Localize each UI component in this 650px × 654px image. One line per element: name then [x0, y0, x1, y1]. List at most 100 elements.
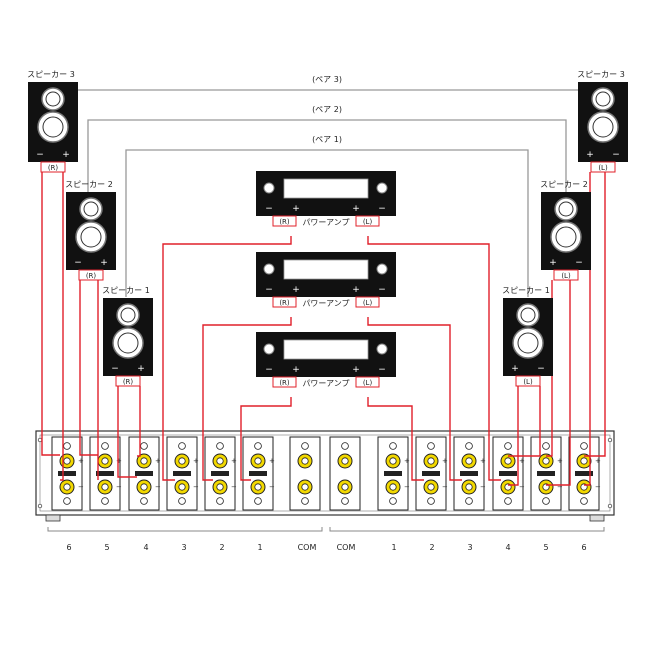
amp-plus-terminal: +	[352, 285, 360, 295]
binding-post-hole	[341, 457, 349, 465]
amplifiers: −++−(R)(L)パワーアンプ−++−(R)(L)パワーアンプ−++−(R)(…	[256, 171, 396, 388]
speaker-side-label: (R)	[123, 378, 134, 386]
speaker-tweeter-cone	[558, 201, 574, 217]
speaker-terminal-mark: −	[74, 258, 82, 268]
panel-screw	[254, 497, 262, 505]
binding-post-hole	[63, 457, 71, 465]
terminal-marking-strip	[96, 471, 114, 476]
selector-number-left: 1	[257, 543, 262, 552]
amp-minus-terminal: −	[378, 365, 386, 375]
panel-screw	[178, 442, 186, 450]
binding-post-hole	[301, 483, 309, 491]
speaker-side-box	[40, 161, 66, 173]
amplifier-knob-left	[263, 343, 275, 355]
speaker-title: スピーカー 3	[27, 70, 75, 79]
speaker-tweeter-cone	[120, 307, 136, 323]
bracket-left	[47, 527, 323, 532]
plus-mark: +	[480, 457, 486, 465]
terminal-marking-strip	[499, 471, 517, 476]
plus-mark: +	[231, 457, 237, 465]
plus-mark: +	[193, 457, 199, 465]
minus-mark: −	[231, 483, 237, 491]
speaker-wire	[162, 236, 292, 481]
panel-screw	[140, 442, 148, 450]
speakers: −+スピーカー 3(R)−+スピーカー 2(R)−+スピーカー 1(R)+−スピ…	[27, 70, 628, 387]
speaker-wire	[546, 280, 571, 486]
speaker-terminal-mark: −	[612, 150, 620, 160]
panel-screw	[63, 442, 71, 450]
binding-post-hole	[341, 483, 349, 491]
amp-minus-terminal: −	[378, 285, 386, 295]
minus-mark: −	[404, 483, 410, 491]
selector-foot-left	[45, 514, 61, 522]
amp-channel-l-box	[355, 376, 380, 388]
speaker-terminal-mark: +	[137, 364, 145, 374]
panel-screw	[504, 497, 512, 505]
panel-screw	[178, 497, 186, 505]
speaker-title: スピーカー 2	[540, 180, 588, 189]
amp-channel-l: (L)	[363, 379, 373, 387]
speaker-tweeter-cone	[45, 91, 61, 107]
plus-mark: +	[78, 457, 84, 465]
amplifier-display	[283, 339, 369, 360]
binding-post-hole	[465, 483, 473, 491]
binding-post-hole	[63, 483, 71, 491]
amp-channel-r: (R)	[279, 218, 290, 226]
selector-number-left: 3	[181, 543, 186, 552]
amp-minus-terminal: −	[265, 365, 273, 375]
speaker-tweeter-cone	[595, 91, 611, 107]
binding-post-hole	[542, 457, 550, 465]
speaker-side-label: (R)	[48, 164, 59, 172]
power-amplifier-label: パワーアンプ	[302, 379, 349, 388]
selector-inner-frame	[39, 434, 611, 512]
speaker-title: スピーカー 2	[65, 180, 113, 189]
amp-channel-l-box	[355, 296, 380, 308]
speaker-wire	[240, 397, 292, 481]
amp-minus-terminal: −	[378, 204, 386, 214]
speaker-side-label: (L)	[523, 378, 533, 386]
selector-screw	[37, 437, 43, 443]
panel-screw	[101, 442, 109, 450]
panel-screw	[341, 442, 349, 450]
plus-mark: +	[595, 457, 601, 465]
amplifier-display	[283, 259, 369, 280]
amp-plus-terminal: +	[292, 204, 300, 214]
amp-channel-r: (R)	[279, 299, 290, 307]
selector-number-left: 6	[66, 543, 71, 552]
panel-screw	[542, 497, 550, 505]
speaker-wire	[60, 172, 64, 481]
speaker-wire	[584, 172, 591, 486]
speaker-wire	[79, 280, 98, 456]
pair-label-1: (ペア 1)	[312, 135, 342, 144]
panel-screw	[427, 497, 435, 505]
minus-mark: −	[480, 483, 486, 491]
speaker-tweeter-cone	[520, 307, 536, 323]
amp-channel-l: (L)	[363, 299, 373, 307]
terminal-marking-strip	[135, 471, 153, 476]
binding-post-hole	[427, 457, 435, 465]
binding-post-hole	[504, 457, 512, 465]
speaker-side-label: (R)	[86, 272, 97, 280]
amp-channel-r-box	[272, 215, 297, 227]
speaker-side-box	[115, 375, 141, 387]
speaker-wires	[41, 172, 606, 486]
selector-frame	[35, 430, 615, 516]
selector-number-left: 4	[143, 543, 148, 552]
speaker-side-box	[553, 269, 579, 281]
selector-number-right: 3	[467, 543, 472, 552]
amp-plus-terminal: +	[352, 204, 360, 214]
speaker-terminal-mark: +	[511, 364, 519, 374]
binding-post-hole	[427, 483, 435, 491]
binding-post-hole	[389, 483, 397, 491]
binding-post-hole	[178, 483, 186, 491]
power-amplifier-label: パワーアンプ	[302, 299, 349, 308]
panel-screw	[580, 442, 588, 450]
terminal-marking-strip	[249, 471, 267, 476]
speaker-terminal-mark: −	[537, 364, 545, 374]
speaker-terminal-mark: −	[36, 150, 44, 160]
terminal-marking-strip	[460, 471, 478, 476]
speaker-woofer-cone	[117, 332, 139, 354]
amp-channel-r-box	[272, 376, 297, 388]
panel-screw	[465, 497, 473, 505]
